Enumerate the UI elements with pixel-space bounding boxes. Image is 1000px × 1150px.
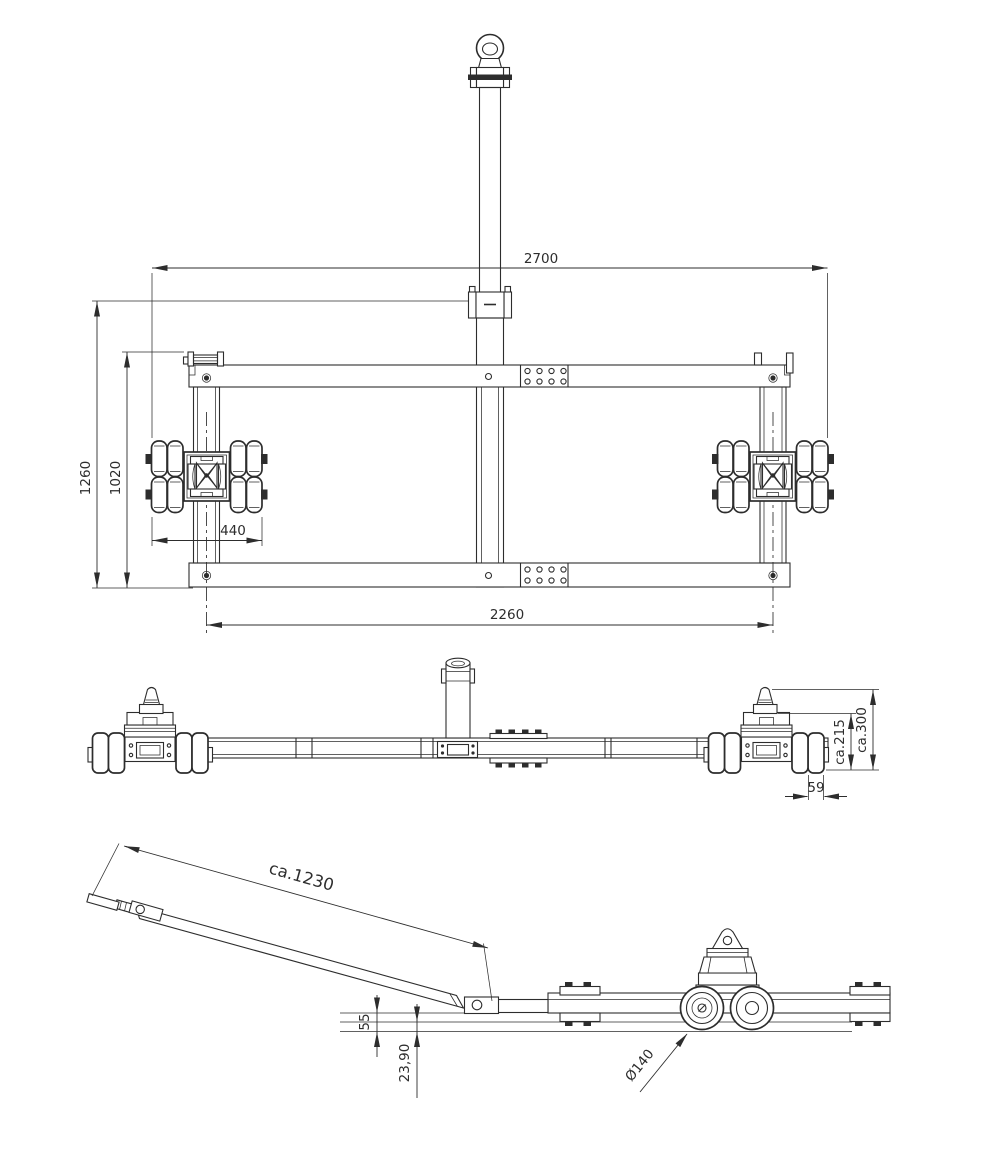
dim-frame-drop: 55 <box>357 995 380 1057</box>
roller-assembly-front-right <box>704 688 829 774</box>
dim-roller-unit-width-label: 440 <box>220 523 246 539</box>
dim-frame-depth-label: 1020 <box>108 461 124 495</box>
center-splice-front <box>489 729 548 768</box>
bow-stop-tabs-right <box>753 352 794 374</box>
dim-bracket-height: ca.215 <box>778 713 879 771</box>
dim-bracket-height-label: ca.215 <box>832 719 848 765</box>
dim-overall-depth-label: 1260 <box>78 461 94 495</box>
dim-ground-offset: 23,90 <box>397 1004 420 1098</box>
side-view: ca.1230 55 23,90 Ø140 <box>86 843 891 1098</box>
dim-wheel-width: 59 <box>785 775 847 800</box>
dim-cone-height: ca.300 <box>772 689 879 770</box>
roller-assembly-plan-right <box>712 412 834 633</box>
dim-overall-depth: 1260 <box>78 300 468 589</box>
roller-assembly-plan-left <box>146 412 268 633</box>
dim-axle-spacing: 2260 <box>206 607 773 628</box>
dim-wheel-diameter: Ø140 <box>622 1033 688 1093</box>
dim-frame-drop-label: 55 <box>357 1013 373 1030</box>
dim-cone-height-label: ca.300 <box>854 707 870 753</box>
dim-axle-spacing-label: 2260 <box>490 607 524 623</box>
drawbar-plan <box>467 86 513 319</box>
main-beam-side <box>463 992 891 1015</box>
dim-wheel-diameter-label: Ø140 <box>622 1046 657 1084</box>
dim-frame-depth: 1020 <box>108 351 184 588</box>
bow-cone-side <box>695 928 760 994</box>
bow-stop-pin-left <box>182 351 225 367</box>
dim-overall-width: 2700 <box>151 251 828 438</box>
drawbar-side <box>86 893 465 1009</box>
roller-assembly-front-left <box>88 688 213 774</box>
plan-view: 2700 2260 440 1260 <box>78 33 834 634</box>
frame-plan <box>188 317 791 588</box>
dim-ground-offset-label: 23,90 <box>397 1044 413 1083</box>
dim-wheel-width-label: 59 <box>807 780 824 796</box>
tow-eye <box>468 33 512 89</box>
dim-overall-width-label: 2700 <box>524 251 558 267</box>
dim-roller-unit-width: 440 <box>151 517 263 546</box>
front-view: ca.215 ca.300 59 <box>88 657 879 800</box>
twin-wheels-side <box>679 985 775 1031</box>
mast-post <box>436 657 479 759</box>
